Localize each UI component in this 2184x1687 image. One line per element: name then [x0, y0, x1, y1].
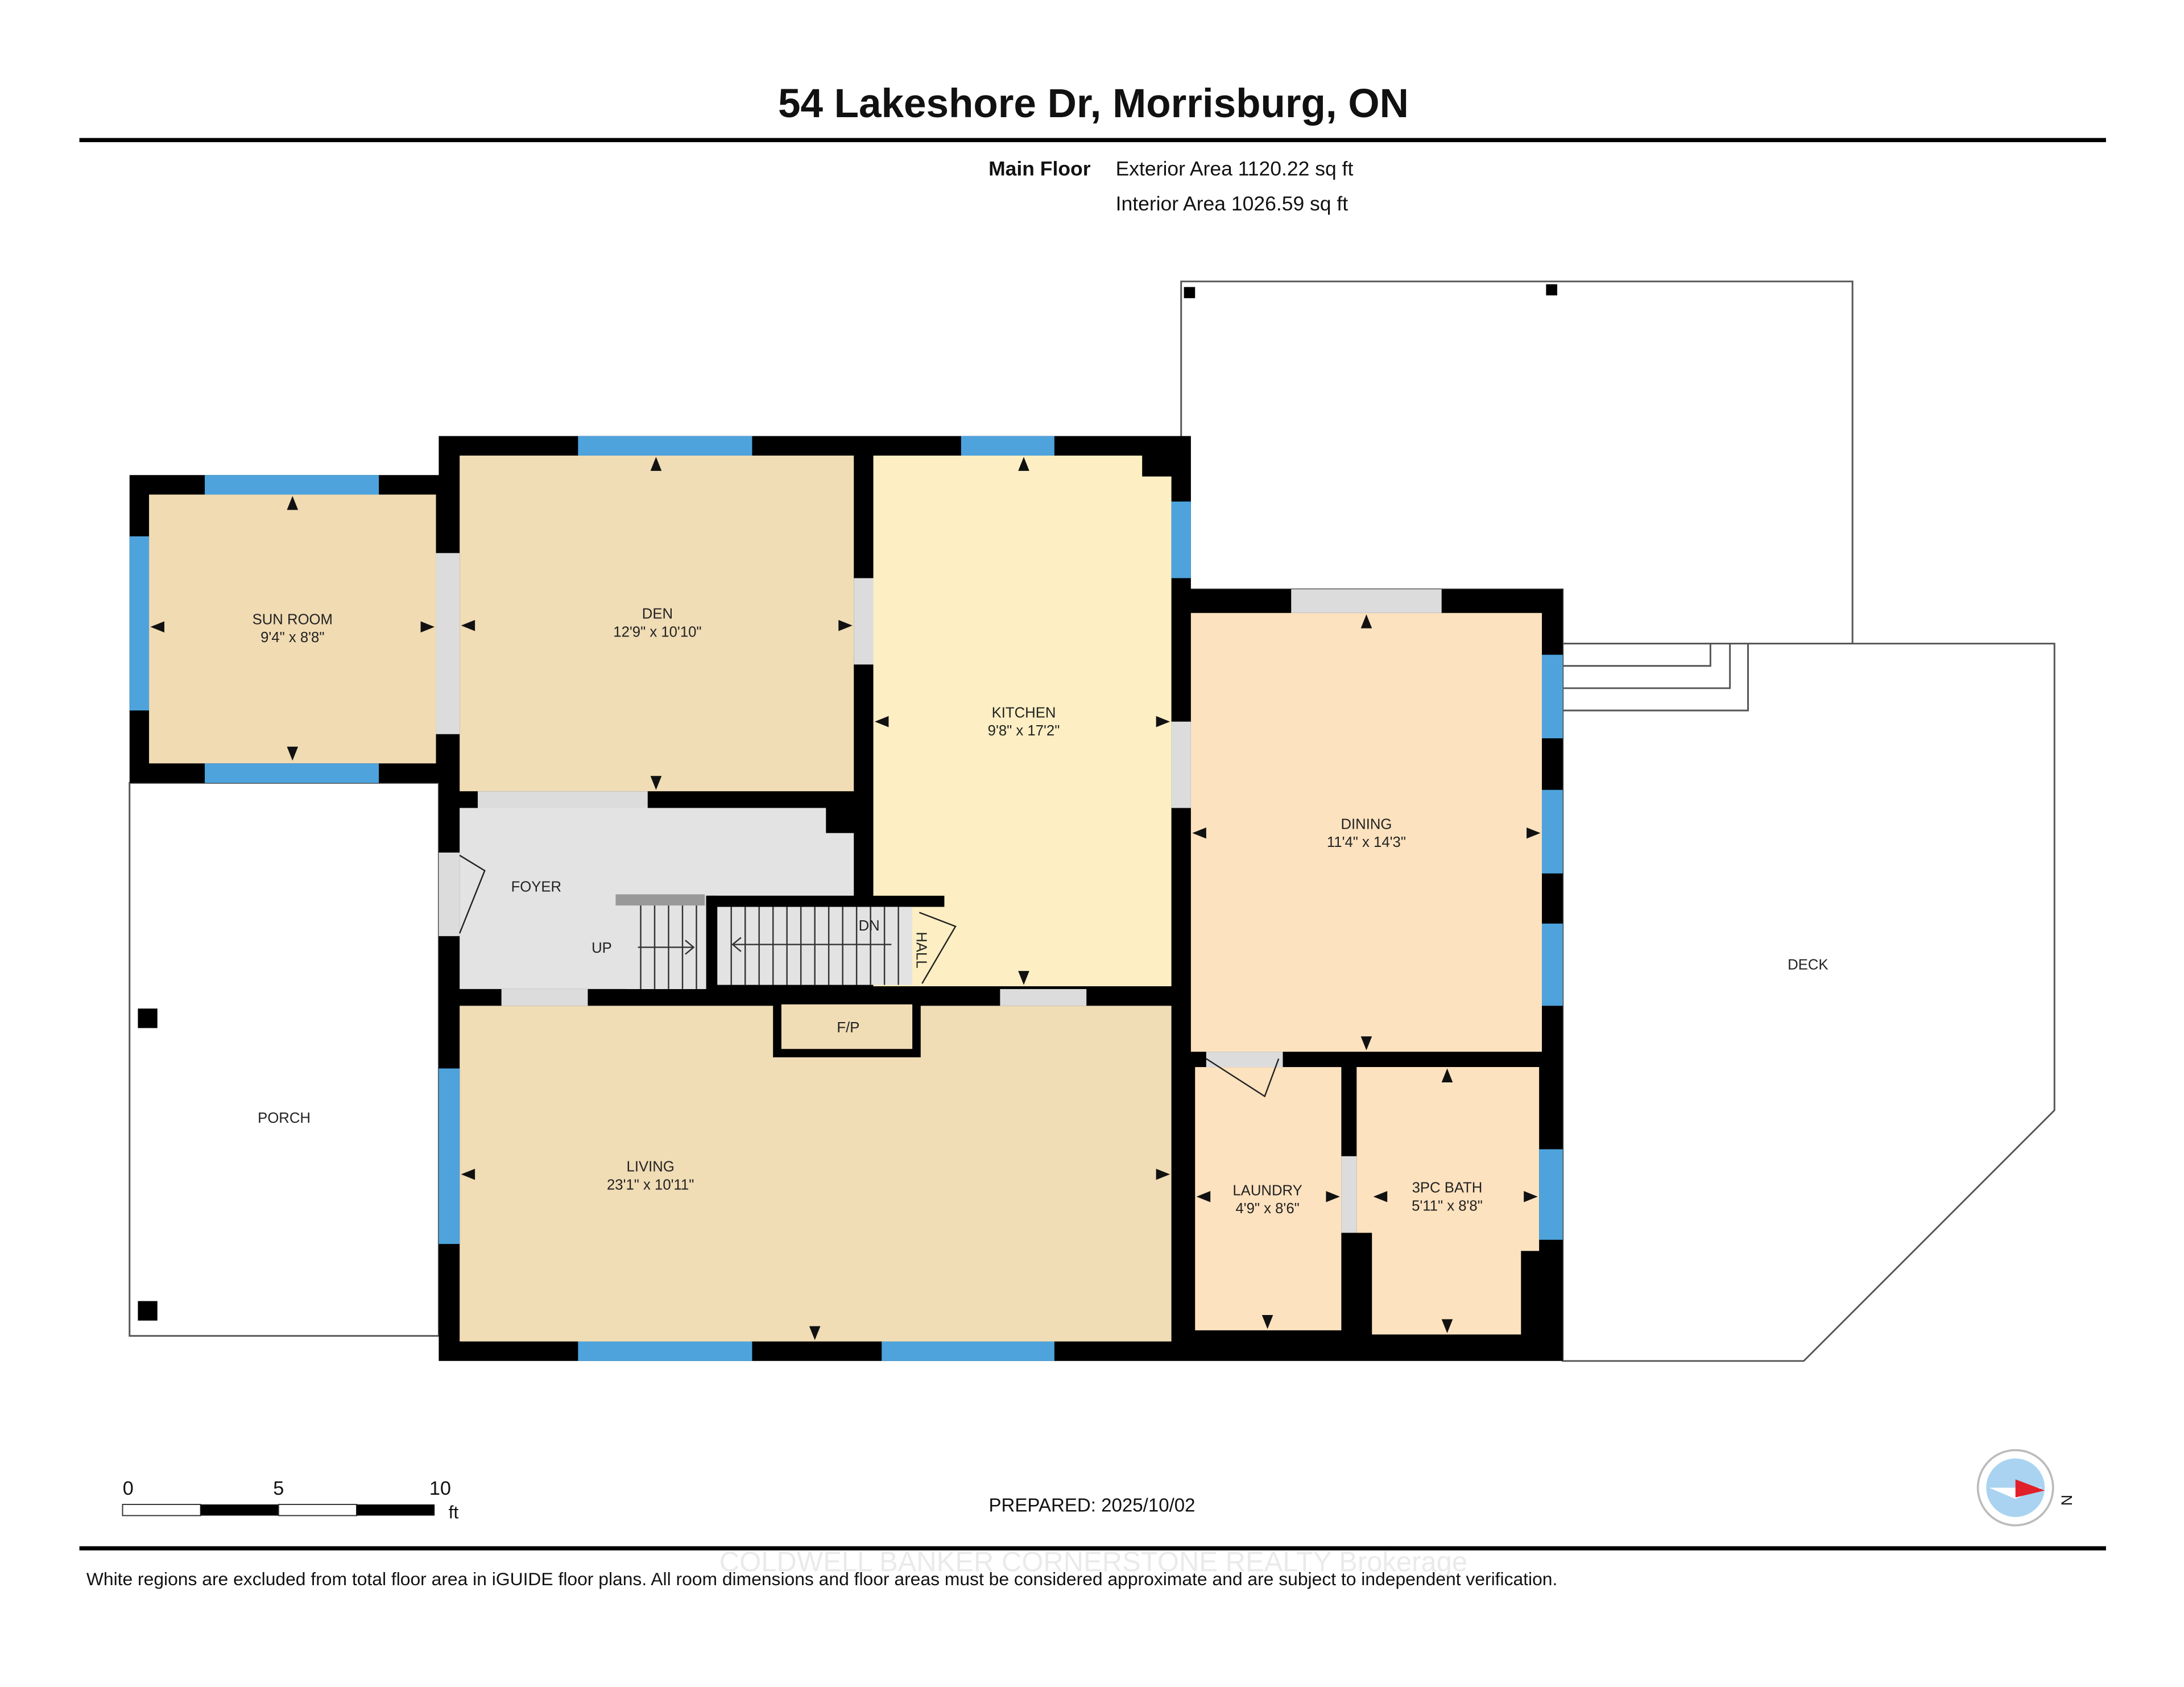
room-living: [460, 1006, 1172, 1342]
stairs-down-label: DN: [859, 918, 880, 934]
scale-tick-10: 10: [429, 1478, 451, 1499]
fireplace-label: F/P: [837, 1020, 859, 1036]
room-laundry: [1195, 1067, 1342, 1330]
scale-tick-0: 0: [123, 1478, 134, 1499]
scale-bar: [122, 1504, 435, 1516]
prepared-date: PREPARED: 2025/10/02: [988, 1495, 1195, 1516]
stairs-down[interactable]: [717, 907, 913, 985]
floor-label: Main Floor: [988, 158, 1091, 180]
room-den: [460, 455, 854, 792]
laundry-door[interactable]: [1206, 1058, 1280, 1098]
stairs-up[interactable]: [615, 894, 705, 989]
hall-door[interactable]: [919, 912, 957, 984]
upper-deck: [1180, 280, 1854, 645]
post: [138, 1301, 158, 1321]
bath-dims: 5'11" x 8'8": [1412, 1198, 1483, 1214]
front-door[interactable]: [459, 854, 486, 934]
porch-label: PORCH: [258, 1110, 311, 1126]
laundry-name: LAUNDRY: [1232, 1182, 1302, 1198]
hall-label: HALL: [913, 932, 929, 968]
footer-divider: [79, 1546, 2106, 1550]
deck-outline: [1562, 643, 2055, 1362]
kitchen-dims: 9'8" x 17'2": [988, 723, 1060, 739]
room-bath: [1356, 1067, 1540, 1335]
den-name: DEN: [642, 606, 673, 622]
fireplace: [773, 996, 921, 1057]
exterior-area: Exterior Area 1120.22 sq ft: [1116, 158, 1354, 180]
deck-label: DECK: [1788, 957, 1828, 973]
room-dining: [1190, 613, 1542, 1052]
scale-unit: ft: [449, 1502, 459, 1523]
page-title: 54 Lakeshore Dr, Morrisburg, ON: [778, 81, 1409, 126]
room-sunroom: [149, 494, 436, 764]
kitchen-name: KITCHEN: [992, 705, 1056, 721]
stair-wall: [706, 895, 945, 907]
header-divider: [79, 138, 2106, 142]
stair-wall: [706, 895, 718, 989]
dining-name: DINING: [1341, 816, 1392, 832]
sunroom-dims: 9'4" x 8'8": [260, 630, 324, 646]
doorways: [436, 553, 1442, 1233]
windows: [129, 436, 1563, 1361]
sunroom-name: SUN ROOM: [253, 611, 333, 627]
dining-dims: 11'4" x 14'3": [1327, 834, 1406, 850]
bath-name: 3PC BATH: [1412, 1180, 1483, 1196]
disclaimer: White regions are excluded from total fl…: [86, 1569, 1558, 1589]
foyer-name: FOYER: [511, 879, 562, 895]
stairs-up-label: UP: [592, 940, 612, 956]
interior-area: Interior Area 1026.59 sq ft: [1116, 192, 1349, 215]
compass-north-label: N: [2058, 1495, 2075, 1506]
post: [138, 1008, 158, 1028]
post: [1546, 284, 1557, 296]
compass-icon: [1976, 1449, 2054, 1527]
room-kitchen: [873, 455, 1172, 987]
post: [1184, 287, 1196, 299]
living-dims: 23'1" x 10'11": [607, 1177, 694, 1193]
dimension-arrows: [150, 457, 1541, 1341]
laundry-dims: 4'9" x 8'6": [1235, 1201, 1299, 1217]
deck-steps: [1562, 643, 1749, 712]
living-name: LIVING: [627, 1159, 675, 1175]
watermark: COLDWELL BANKER CORNERSTONE REALTY Broke…: [719, 1547, 1467, 1578]
den-dims: 12'9" x 10'10": [613, 624, 701, 640]
porch-outline: [129, 782, 440, 1337]
scale-tick-5: 5: [273, 1478, 284, 1499]
